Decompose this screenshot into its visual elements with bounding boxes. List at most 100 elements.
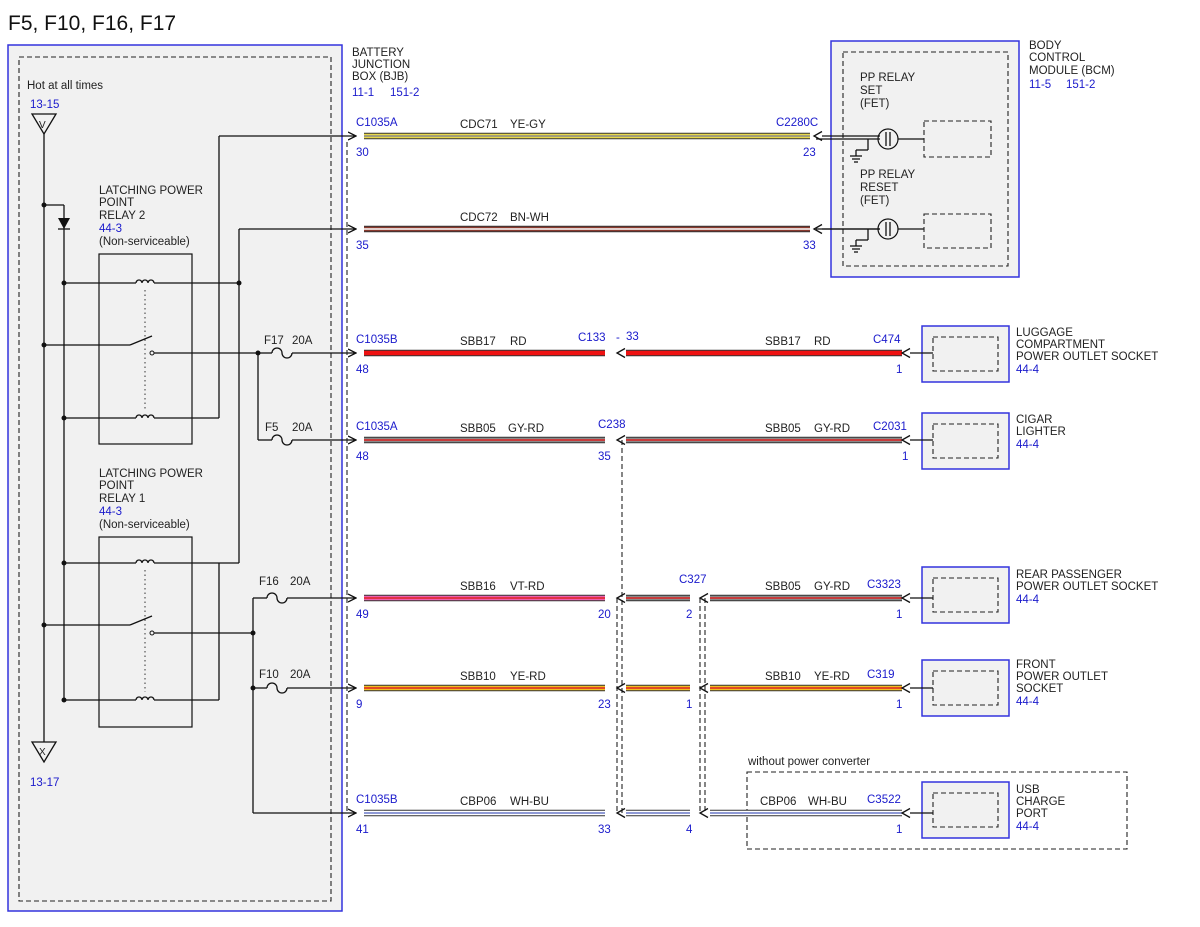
circuit-color: YE-GY [510,119,546,131]
component-ref: 44-4 [1016,821,1040,833]
component-name-line: USB [1016,784,1040,796]
circuit-id: CBP06 [460,796,496,808]
wire-segments [364,130,902,819]
top-page-ref: 13-15 [30,99,59,111]
circuit-color-2: YE-RD [814,671,850,683]
component-box [900,566,1010,624]
component-name-line: COMPARTMENT [1016,339,1105,351]
bcm-reset-line-3: (FET) [860,195,890,207]
bcm-module-box [830,40,1020,278]
circuit-color: BN-WH [510,212,549,224]
start-pin: 35 [356,240,369,252]
bcm-set-line-3: (FET) [860,98,890,110]
start-connector: C1035A [356,117,398,129]
inline-arrow [698,682,709,694]
circuit-color: VT-RD [510,581,545,593]
component-name-line: LIGHTER [1016,426,1066,438]
inline-arrow [615,592,626,604]
end-connector: C3323 [867,579,901,591]
bcm-pin-arrow [812,130,823,142]
start-pin: 9 [356,699,362,711]
fuse-circuits [250,347,357,813]
circuit-id: SBB16 [460,581,496,593]
mid-pin: 35 [598,451,611,463]
mid-pin: 23 [598,699,611,711]
mid-dash: - [616,332,620,344]
end-connector: C3522 [867,794,901,806]
mid-pin: 33 [626,331,639,343]
relay1-label-line-2: POINT [99,480,134,492]
end-pin: 1 [902,451,908,463]
bcm-name-line-3: MODULE (BCM) [1029,65,1115,77]
connector-dashed-lines [346,142,706,813]
inline-arrow [698,592,709,604]
bottom-source-letter: X [39,747,46,758]
component-name-line: CHARGE [1016,796,1066,808]
hot-at-all-times-label: Hot at all times [27,80,103,92]
bcm-ref-2: 151-2 [1066,79,1095,91]
relay1-ref: 44-3 [99,506,122,518]
inline-arrow [615,807,626,819]
mid-connector: C133 [578,332,606,344]
relay2-note: (Non-serviceable) [99,236,190,248]
component-name-line: SOCKET [1016,683,1063,695]
top-source-letter: V [39,120,46,131]
end-connector: C319 [867,669,895,681]
mid2-pin: 1 [686,699,692,711]
relay-2 [44,253,258,445]
components [900,325,1010,839]
bjb-inner-dashed-box [18,56,332,902]
start-pin: 49 [356,609,369,621]
component-box [900,781,1010,839]
component-name-line: CIGAR [1016,414,1052,426]
component-name-line: REAR PASSENGER [1016,569,1122,581]
circuit-color: WH-BU [510,796,549,808]
fuse-f17-rating: 20A [292,335,313,347]
component-box [900,325,1010,383]
bcm-ref-1: 11-5 [1029,79,1051,91]
bjb-ref-1: 11-1 [352,87,374,99]
component-ref: 44-4 [1016,439,1040,451]
circuit-id-2: SBB17 [765,336,801,348]
circuit-id: CDC71 [460,119,498,131]
end-pin: 33 [803,240,816,252]
component-ref: 44-4 [1016,594,1040,606]
diagram-title: F5, F10, F16, F17 [8,12,176,35]
power-bus [41,134,70,742]
bcm-reset-line-1: PP RELAY [860,169,916,181]
end-pin: 23 [803,147,816,159]
circuit-color: GY-RD [508,423,544,435]
start-connector: C1035B [356,794,398,806]
fuse-f16-id: F16 [259,576,279,588]
end-pin: 1 [896,699,902,711]
end-connector: C474 [873,334,901,346]
component-name-line: POWER OUTLET SOCKET [1016,351,1158,363]
mid-pin: 33 [598,824,611,836]
circuit-id-2: SBB05 [765,581,801,593]
relay-1 [44,536,253,728]
inline-arrow [698,807,709,819]
bcm-reset-line-2: RESET [860,182,898,194]
fuse-f17-id: F17 [264,335,284,347]
mid2-connector: C327 [679,574,707,586]
start-pin: 41 [356,824,369,836]
relay2-label-line-3: RELAY 2 [99,210,145,222]
circuit-color-2: GY-RD [814,423,850,435]
circuit-color-2: GY-RD [814,581,850,593]
start-pin: 48 [356,364,369,376]
circuit-color-2: WH-BU [808,796,847,808]
inline-arrow [615,682,626,694]
bcm-inner-dashed-box [842,51,1009,267]
relay2-ref: 44-3 [99,223,122,235]
circuit-id-2: CBP06 [760,796,796,808]
component-ref: 44-4 [1016,696,1040,708]
end-connector: C2031 [873,421,907,433]
bcm-name-line-1: BODY [1029,40,1062,52]
circuit-color: RD [510,336,527,348]
circuit-id: CDC72 [460,212,498,224]
fuse-f16-rating: 20A [290,576,311,588]
bcm-set-line-2: SET [860,85,882,97]
mid-pin: 20 [598,609,611,621]
